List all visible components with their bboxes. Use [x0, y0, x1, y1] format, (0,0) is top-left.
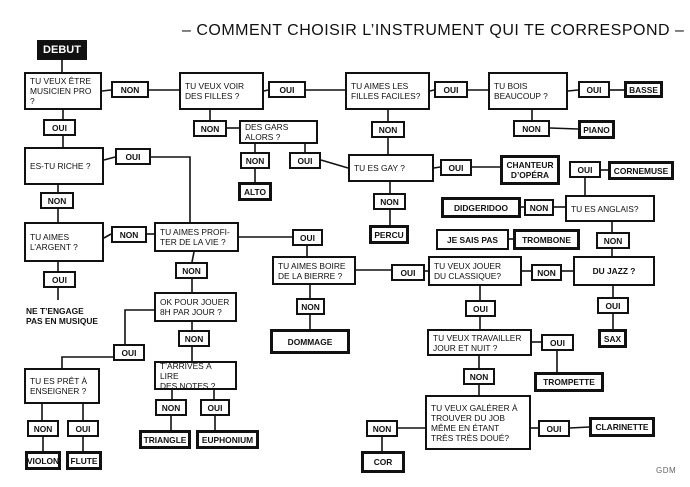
node-ok-jouer: OK POUR JOUER 8H PAR JOUR ? [154, 292, 237, 322]
connector-line-6 [263, 89, 269, 92]
node-filles-faciles: TU AIMES LES FILLES FACILES? [345, 72, 430, 110]
connector-line-37 [103, 233, 112, 239]
node-dommage: DOMMAGE [270, 329, 350, 354]
node-sais-pas: JE SAIS PAS [436, 229, 509, 250]
node-non-class: NON [531, 264, 562, 281]
node-profiter: TU AIMES PROFI- TER DE LA VIE ? [154, 222, 239, 252]
node-cornemuse: CORNEMUSE [608, 161, 674, 180]
connector-line-13 [320, 159, 349, 169]
node-violon: VIOLON [25, 451, 61, 470]
node-galerer: TU VEUX GALÉRER À TROUVER DU JOB MÊME EN… [425, 395, 531, 450]
node-sax: SAX [598, 329, 627, 348]
node-non-ok: NON [178, 330, 210, 347]
node-oui-gal: OUI [538, 420, 570, 437]
node-jazz: DU JAZZ ? [573, 256, 655, 286]
node-anglais: TU ES ANGLAIS? [565, 195, 655, 222]
node-oui-corn: OUI [569, 161, 601, 178]
node-gay: TU ES GAY ? [348, 154, 434, 182]
node-non-1: NON [111, 81, 149, 98]
node-trombone: TROMBONE [513, 229, 580, 250]
connector-line-2 [101, 89, 112, 92]
node-oui-faciles: OUI [434, 81, 468, 98]
node-oui-class: OUI [465, 300, 496, 317]
node-oui-lire: OUI [200, 399, 230, 416]
node-pret: TU ES PRÊT À ENSEIGNER ? [24, 368, 100, 404]
node-non-argent: NON [111, 226, 147, 243]
connector-line-47 [191, 251, 195, 263]
node-oui-pret: OUI [67, 420, 99, 437]
node-oui-filles: OUI [268, 81, 306, 98]
node-triangle: TRIANGLE [139, 430, 191, 449]
node-percu: PERCU [369, 225, 409, 244]
node-biere: TU AIMES BOIRE DE LA BIERRE ? [272, 256, 356, 285]
node-oui-pro: OUI [43, 119, 76, 136]
node-non-angl2: NON [596, 232, 630, 249]
node-bois: TU BOIS BEAUCOUP ? [488, 72, 568, 110]
node-argent: TU AIMES L’ARGENT ? [24, 222, 104, 262]
node-non-bois: NON [513, 120, 550, 137]
node-debut: DEBUT [37, 40, 87, 60]
node-non-gay: NON [373, 193, 406, 210]
node-lire: T’ARRIVES À LIRE DES NOTES ? [154, 361, 237, 391]
author-credit: GDM [656, 466, 677, 475]
node-non-lire: NON [155, 399, 187, 416]
node-cor: COR [361, 451, 405, 473]
node-euphonium: EUPHONIUM [196, 430, 259, 449]
node-oui-jazz: OUI [597, 297, 629, 314]
node-oui-bois: OUI [578, 81, 610, 98]
connector-line-14 [429, 89, 435, 92]
node-oui-ok: OUI [113, 344, 145, 361]
node-oui-argent: OUI [43, 271, 76, 288]
node-basse: BASSE [624, 81, 663, 98]
node-voir-filles: TU VEUX VOIR DES FILLES ? [179, 72, 264, 110]
node-didgeridoo: DIDGERIDOO [441, 197, 521, 218]
node-non-profiter: NON [175, 262, 208, 279]
node-gars-alors: DES GARS ALORS ? [239, 120, 318, 144]
node-alto: ALTO [238, 182, 272, 201]
node-non-riche: NON [40, 192, 74, 209]
node-classique: TU VEUX JOUER DU CLASSIQUE? [428, 256, 522, 286]
node-non-angl: NON [524, 199, 554, 216]
node-oui-riche: OUI [115, 148, 151, 165]
node-musicien-pro: TU VEUX ÊTRE MUSICIEN PRO ? [24, 72, 102, 110]
node-flute: FLUTE [66, 451, 102, 470]
node-non-biere: NON [296, 298, 325, 315]
node-oui-biere: OUI [391, 264, 425, 281]
node-oui-gars: OUI [289, 152, 321, 169]
connector-line-26 [433, 166, 441, 169]
node-non-trav: NON [463, 368, 495, 385]
node-ne-engage: NE T’ENGAGE PAS EN MUSIQUE [26, 306, 98, 326]
connector-line-21 [549, 127, 579, 130]
node-piano: PIANO [578, 120, 615, 139]
connector-line-22 [103, 156, 116, 161]
node-clarinette: CLARINETTE [589, 417, 655, 437]
node-non-gal: NON [366, 420, 398, 437]
node-non-filles: NON [193, 120, 227, 137]
node-trompette: TROMPETTE [534, 372, 604, 392]
node-oui-profiter: OUI [292, 229, 323, 246]
node-oui-trav: OUI [541, 334, 574, 351]
connector-line-23 [151, 156, 191, 222]
node-non-gars: NON [240, 152, 270, 169]
connector-line-74 [569, 426, 590, 429]
chart-title: – COMMENT CHOISIR L’INSTRUMENT QUI TE CO… [182, 22, 685, 39]
node-non-pret: NON [27, 420, 59, 437]
node-oui-gay: OUI [440, 159, 472, 176]
connector-line-18 [567, 89, 579, 92]
node-travailler: TU VEUX TRAVAILLER JOUR ET NUIT ? [427, 329, 532, 356]
node-chanteur: CHANTEUR D’OPÉRA [500, 155, 560, 185]
node-non-faciles: NON [371, 121, 405, 138]
node-riche: ES-TU RICHE ? [24, 147, 104, 185]
